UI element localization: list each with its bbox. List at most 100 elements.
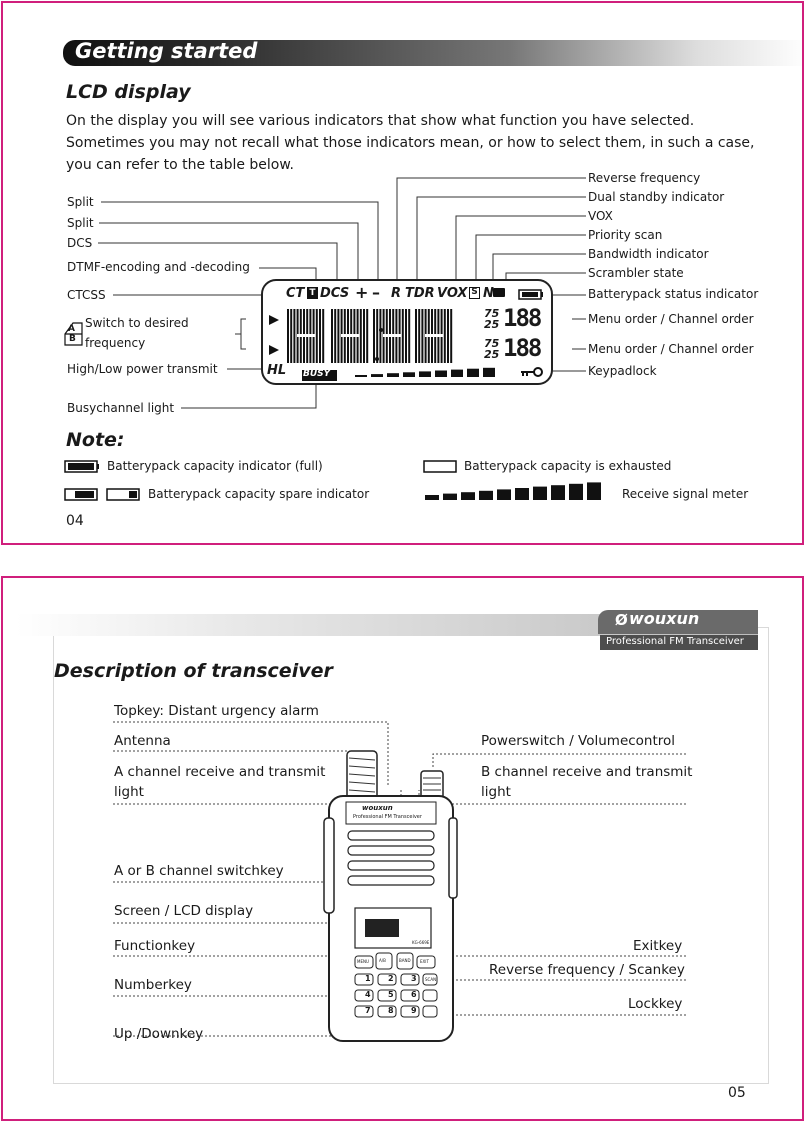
digit-stripe [450, 309, 453, 363]
note-signal-bar [461, 492, 475, 500]
lcd-75-a: 75 [484, 307, 500, 320]
radio-key-3[interactable]: 3 [411, 974, 417, 983]
radio-key-exit[interactable]: EXIT [420, 959, 429, 964]
label-antenna: Antenna [114, 733, 171, 749]
label-topkey: Topkey: Distant urgency alarm [114, 703, 319, 719]
digit-stripe [415, 309, 417, 363]
ab-badge-bottom: B [69, 334, 76, 344]
brand-logo-icon: Ø [615, 611, 628, 629]
digit-gap [297, 334, 315, 337]
label-updown: Up /Downkey [114, 1026, 204, 1042]
note-full: Batterypack capacity indicator (full) [107, 459, 323, 473]
radio-illustration [323, 750, 458, 1042]
ab-badge-top: A [68, 324, 75, 334]
section-title: LCD display [66, 81, 191, 103]
radio-brand: wouxun [362, 804, 393, 812]
brand-subtitle: Professional FM Transceiver [606, 636, 744, 647]
transceiver-callout-lines [113, 721, 686, 1042]
label-reverse: Reverse frequency [588, 171, 701, 185]
lcd-r-icon: R [391, 286, 402, 301]
digit-stripe [408, 309, 411, 363]
digit-stripe [447, 309, 449, 363]
lcd-channel-2: 188 [503, 334, 542, 362]
lcd-channel-1: 188 [503, 304, 542, 332]
note-signal-bar [533, 486, 547, 500]
note-title: Note: [66, 429, 125, 451]
label-exitkey: Exitkey [633, 938, 683, 954]
lcd-segment-digits [287, 309, 453, 363]
lcd-signal-bar [371, 374, 383, 377]
label-scrambler: Scrambler state [588, 266, 684, 280]
label-vox: VOX [588, 209, 613, 223]
section-banner: Getting started [63, 39, 802, 66]
label-reverse-scan: Reverse frequency / Scankey [489, 962, 685, 978]
radio-key-band[interactable]: BAND [399, 958, 411, 963]
lcd-digit-4 [415, 309, 453, 363]
page-number-05: 05 [728, 1085, 746, 1101]
radio-key-4[interactable]: 4 [365, 990, 371, 999]
radio-key-ab[interactable]: A/B [379, 958, 386, 963]
note-spare: Batterypack capacity spare indicator [148, 487, 370, 501]
digit-stripe [334, 309, 337, 363]
label-ctcss: CTCSS [67, 288, 106, 302]
banner-title: Getting started [75, 39, 258, 63]
brand-logo: wouxun [629, 609, 700, 628]
radio-subtitle: Professional FM Transceiver [353, 814, 422, 820]
radio-key-scan[interactable]: SCAN [425, 977, 437, 982]
brand-box [598, 610, 758, 634]
radio-key-9[interactable]: 9 [411, 1006, 417, 1015]
digit-stripe [319, 309, 321, 363]
radio-key-6[interactable]: 6 [411, 990, 417, 999]
label-priority: Priority scan [588, 228, 663, 242]
note-signal-bar [515, 488, 529, 500]
digit-stripe [322, 309, 325, 363]
section-title-2: Description of transceiver [54, 660, 333, 682]
lcd-t-icon: T [307, 287, 318, 299]
label-a-light-2: light [114, 784, 144, 800]
digit-stripe [290, 309, 293, 363]
label-function: Functionkey [114, 938, 196, 954]
radio-key-7[interactable]: 7 [365, 1006, 371, 1015]
lcd-plus-icon: + [355, 283, 369, 302]
lcd-signal-bar [467, 368, 479, 377]
lcd-digit-3 [373, 309, 411, 363]
radio-key-2[interactable]: 2 [388, 974, 394, 983]
radio-key-menu[interactable]: MENU [357, 959, 369, 964]
radio-model: KG-669E [412, 940, 430, 945]
label-switch-line1: Switch to desired [85, 316, 189, 330]
lcd-signal-bar [451, 369, 463, 377]
lcd-signal-bar [403, 372, 415, 377]
label-b-light-2: light [481, 784, 511, 800]
label-battery: Batterypack status indicator [588, 287, 759, 301]
note-graphics [64, 460, 457, 501]
digit-stripe [293, 309, 296, 363]
lcd-hl-icon: HL [267, 363, 287, 378]
label-split-1: Split [67, 195, 94, 209]
lcd-minus-icon: – [372, 283, 380, 302]
radio-key-5[interactable]: 5 [388, 990, 394, 999]
label-busy: Busychannel light [67, 401, 175, 415]
lcd-digit-1 [287, 309, 325, 363]
label-split-2: Split [67, 216, 94, 230]
digit-stripe [315, 309, 318, 363]
lcd-signal-bar [483, 367, 495, 377]
note-exhausted: Batterypack capacity is exhausted [464, 459, 672, 473]
note-signal-bar [551, 485, 565, 500]
label-menu-2: Menu order / Channel order [588, 342, 754, 356]
lcd-callout-lines [64, 177, 601, 501]
lcd-signal-bar [419, 371, 431, 377]
digit-stripe [359, 309, 362, 363]
page-05: wouxun Ø Professional FM Transceiver Des… [1, 576, 804, 1121]
digit-stripe [337, 309, 340, 363]
digit-stripe [366, 309, 369, 363]
page-04: Getting started LCD display On the displ… [1, 1, 804, 545]
lcd-75-b: 75 [484, 337, 500, 350]
lcd-s-icon: S [469, 287, 480, 299]
lcd-signal-bar [387, 373, 399, 377]
note-signal-meter [425, 482, 601, 500]
radio-key-8[interactable]: 8 [388, 1006, 394, 1015]
digit-stripe [405, 309, 407, 363]
digit-gap [383, 334, 401, 337]
lcd-busy-icon: BUSY [303, 369, 331, 379]
radio-key-1[interactable]: 1 [365, 974, 371, 983]
